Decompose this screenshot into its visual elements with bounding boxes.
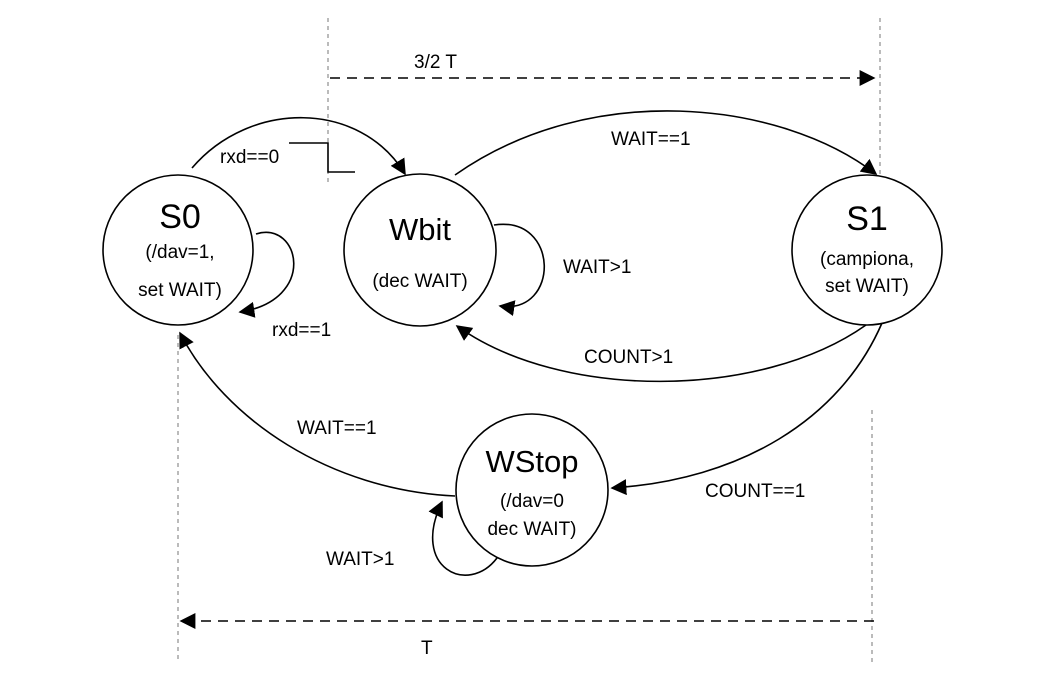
label-s0-self: rxd==1: [272, 320, 331, 341]
self-loop-wbit: [493, 223, 546, 317]
timing-label-bottom: T: [421, 638, 433, 659]
label-wstop-self: WAIT>1: [326, 549, 394, 570]
state-wstop-name: WStop: [485, 444, 578, 479]
state-s0-action-2: set WAIT): [138, 280, 222, 301]
state-s1: S1 (campiona, set WAIT): [791, 174, 943, 326]
state-s0-circle: [102, 174, 254, 326]
label-s1-to-wbit: COUNT>1: [584, 347, 673, 368]
state-wstop-action-2: dec WAIT): [487, 519, 576, 540]
state-s1-name: S1: [846, 200, 888, 238]
transition-s1-to-wstop: [610, 322, 883, 496]
state-wstop-circle: [455, 413, 609, 567]
state-wbit: Wbit (dec WAIT): [343, 173, 497, 327]
state-wbit-circle: [343, 173, 497, 327]
falling-edge-waveform: [289, 142, 355, 173]
label-s0-to-wbit: rxd==0: [220, 147, 279, 168]
state-s0-action-1: (/dav=1,: [145, 242, 214, 263]
state-s1-action-1: (campiona,: [820, 249, 914, 270]
timing-label-top: 3/2 T: [414, 52, 457, 73]
state-s0-name: S0: [159, 198, 201, 236]
transition-s0-to-wbit: [191, 117, 406, 176]
label-wbit-self: WAIT>1: [563, 257, 631, 278]
label-s1-to-wstop: COUNT==1: [705, 481, 805, 502]
self-loop-s0: [238, 231, 295, 318]
state-s1-action-2: set WAIT): [825, 276, 909, 297]
self-loop-wstop: [428, 500, 498, 576]
transition-wbit-to-s1: [454, 110, 878, 176]
state-wbit-action-1: (dec WAIT): [372, 271, 467, 292]
transition-wstop-to-s0: [179, 331, 456, 497]
state-wstop-action-1: (/dav=0: [500, 491, 564, 512]
label-wstop-to-s0: WAIT==1: [297, 418, 377, 439]
label-wbit-to-s1: WAIT==1: [611, 129, 691, 150]
state-wstop: WStop (/dav=0 dec WAIT): [455, 413, 609, 567]
state-s1-circle: [791, 174, 943, 326]
transition-s1-to-wbit: [455, 324, 867, 383]
state-s0: S0 (/dav=1, set WAIT): [102, 174, 254, 326]
state-wbit-name: Wbit: [389, 212, 451, 247]
